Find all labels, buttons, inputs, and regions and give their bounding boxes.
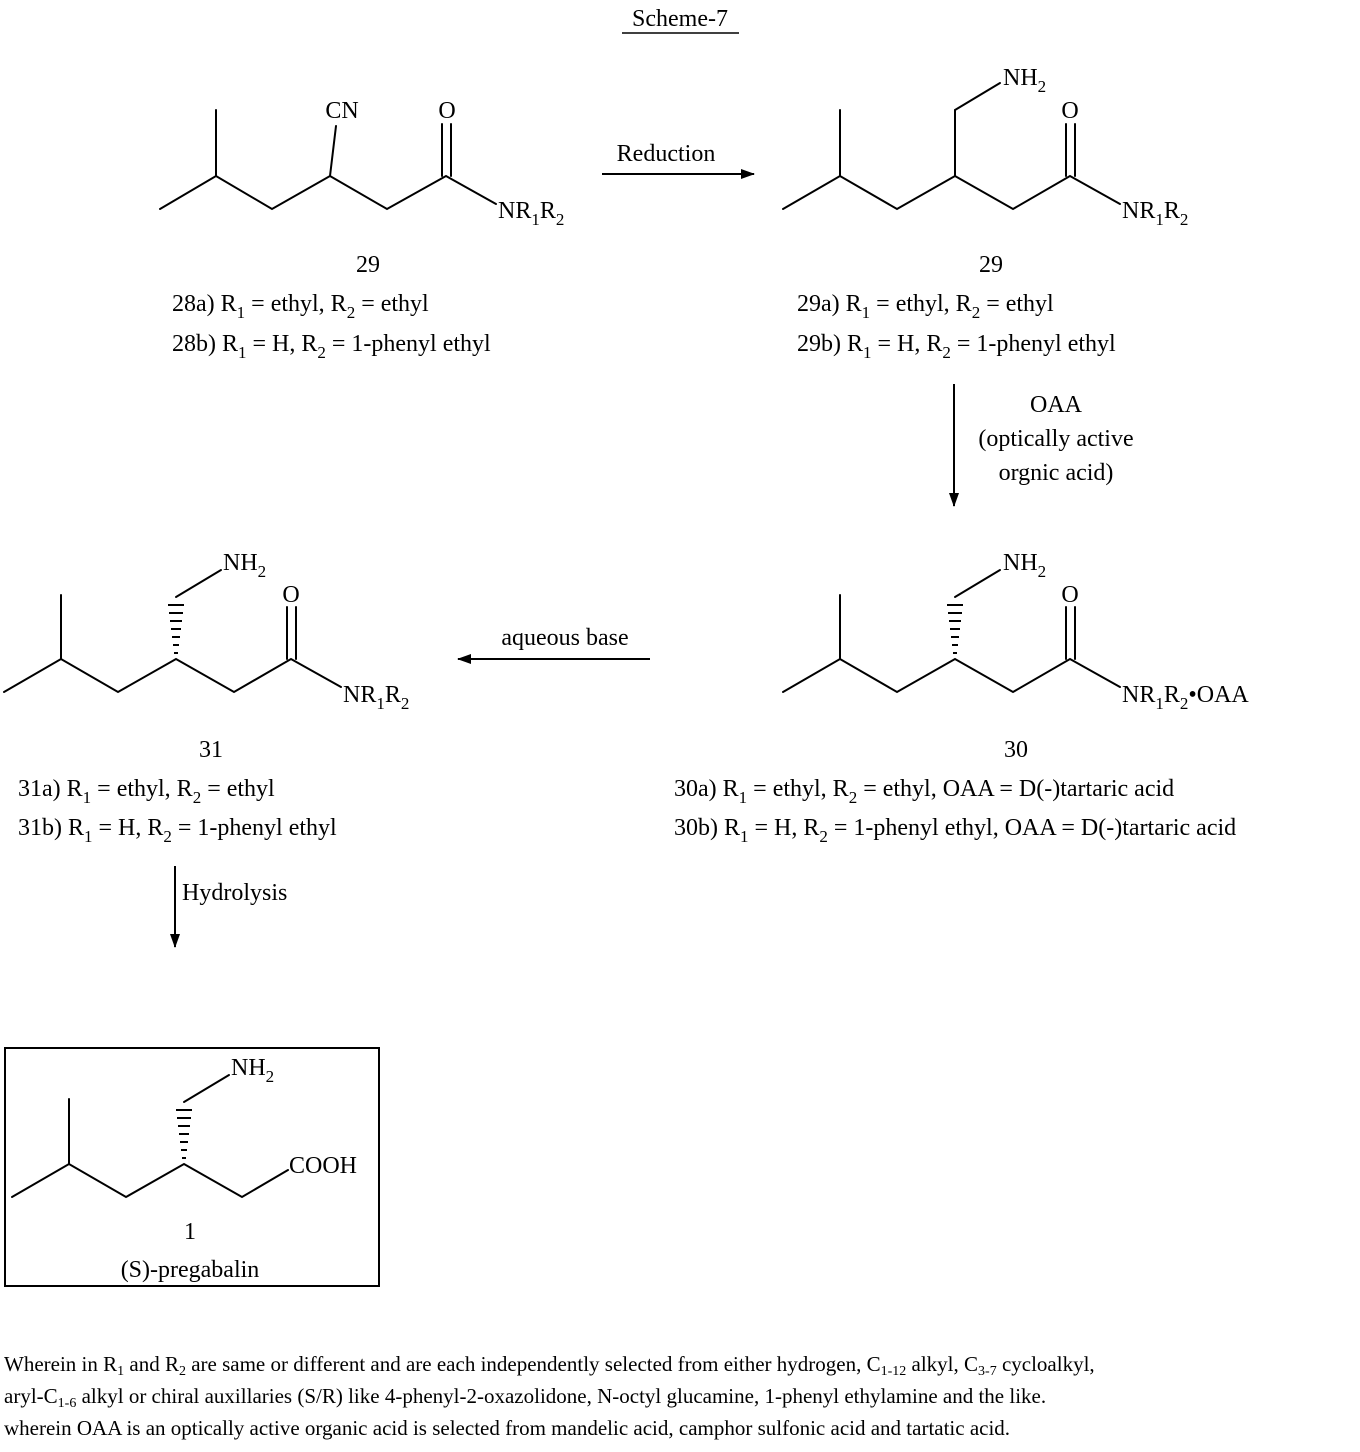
compound-30b-definition: 30b) R1 = H, R2 = 1-phenyl ethyl, OAA = …: [674, 815, 1236, 846]
footnote-line-2: aryl-C1-6 alkyl or chiral auxillaries (S…: [4, 1380, 1356, 1412]
compound-31-number: 31: [199, 737, 223, 763]
compound-30-number: 30: [1004, 737, 1028, 763]
compound-1-number: 1: [184, 1219, 196, 1245]
compound-31a-definition: 31a) R1 = ethyl, R2 = ethyl: [18, 776, 275, 807]
resolution-arrow-label-line1: OAA: [1030, 392, 1083, 418]
pregabalin-structure: NH2 COOH: [12, 1055, 357, 1197]
compound-28a-definition: 28a) R1 = ethyl, R2 = ethyl: [172, 291, 429, 322]
carbonyl-oxygen-label: O: [282, 582, 299, 608]
compound-31-structure: NH2 O NR1R2: [4, 550, 409, 713]
amide-group-label: NR1R2: [498, 198, 564, 229]
footnote: Wherein in R1 and R2 are same or differe…: [4, 1348, 1356, 1444]
compound-31b-definition: 31b) R1 = H, R2 = 1-phenyl ethyl: [18, 815, 337, 846]
compound-29-number: 29: [979, 252, 1003, 278]
compound-29b-definition: 29b) R1 = H, R2 = 1-phenyl ethyl: [797, 331, 1116, 362]
hashed-wedge-bond: [176, 1110, 192, 1158]
cyano-group-label: CN: [325, 98, 358, 124]
compound-29a-definition: 29a) R1 = ethyl, R2 = ethyl: [797, 291, 1054, 322]
compound-30-structure: NH2 O NR1R2•OAA: [783, 550, 1249, 713]
scheme-title: Scheme-7: [632, 6, 728, 32]
amide-group-label: NR1R2: [343, 682, 409, 713]
amine-group-label: NH2: [1003, 550, 1046, 581]
hydrolysis-arrow-label: Hydrolysis: [182, 880, 287, 906]
resolution-arrow-label-line2: (optically active: [978, 426, 1133, 452]
compound-30a-definition: 30a) R1 = ethyl, R2 = ethyl, OAA = D(-)t…: [674, 776, 1174, 807]
reduction-arrow-label: Reduction: [617, 141, 716, 167]
resolution-arrow-label-line3: orgnic acid): [999, 460, 1114, 486]
amine-group-label: NH2: [1003, 65, 1046, 96]
carbonyl-oxygen-label: O: [438, 98, 455, 124]
amide-group-label: NR1R2: [1122, 198, 1188, 229]
compound-28-number: 29: [356, 252, 380, 278]
compound-28b-definition: 28b) R1 = H, R2 = 1-phenyl ethyl: [172, 331, 491, 362]
hashed-wedge-bond: [168, 605, 184, 653]
compound-28-structure: CN O NR1R2: [160, 98, 564, 229]
compound-1-name: (S)-pregabalin: [121, 1257, 260, 1283]
footnote-line-3: wherein OAA is an optically active organ…: [4, 1412, 1356, 1444]
carbonyl-oxygen-label: O: [1061, 98, 1078, 124]
compound-29-structure: NH2 O NR1R2: [783, 65, 1188, 229]
hashed-wedge-bond: [947, 605, 963, 653]
carboxyl-group-label: COOH: [289, 1153, 357, 1179]
aqueous-base-arrow-label: aqueous base: [501, 625, 628, 651]
amine-group-label: NH2: [223, 550, 266, 581]
amide-salt-group-label: NR1R2•OAA: [1122, 682, 1249, 713]
amine-group-label: NH2: [231, 1055, 274, 1086]
footnote-line-1: Wherein in R1 and R2 are same or differe…: [4, 1348, 1356, 1380]
carbonyl-oxygen-label: O: [1061, 582, 1078, 608]
